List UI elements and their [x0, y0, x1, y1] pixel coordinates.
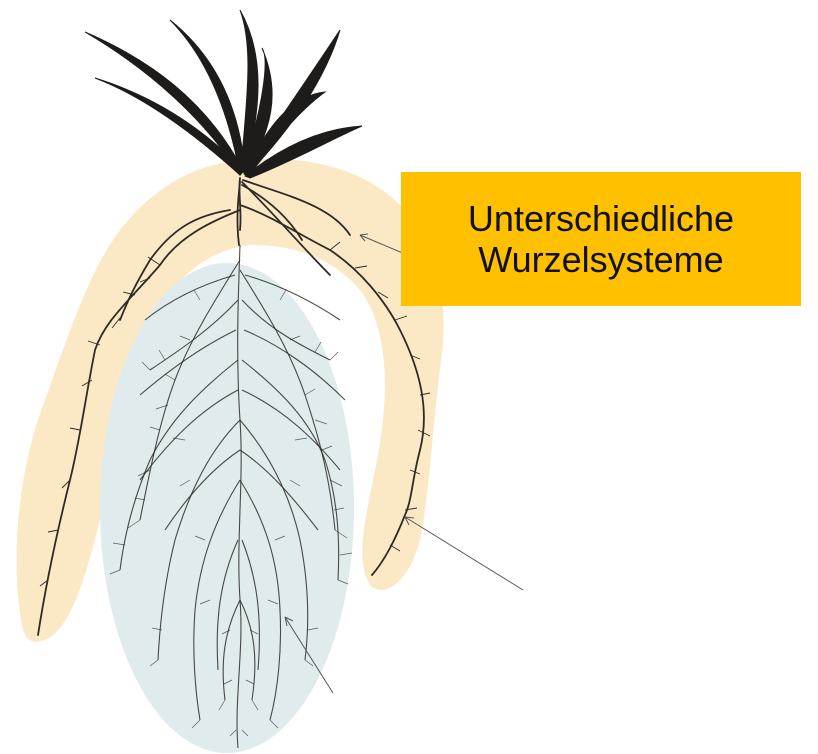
label-line-1: Unterschiedliche: [468, 198, 734, 239]
root-systems-label: Unterschiedliche Wurzelsysteme: [401, 172, 801, 306]
label-line-2: Wurzelsysteme: [478, 239, 723, 280]
plant-leaves: [85, 10, 362, 178]
fibrous-root-zone: [100, 263, 354, 753]
pointer-line-seminal: [405, 517, 523, 590]
